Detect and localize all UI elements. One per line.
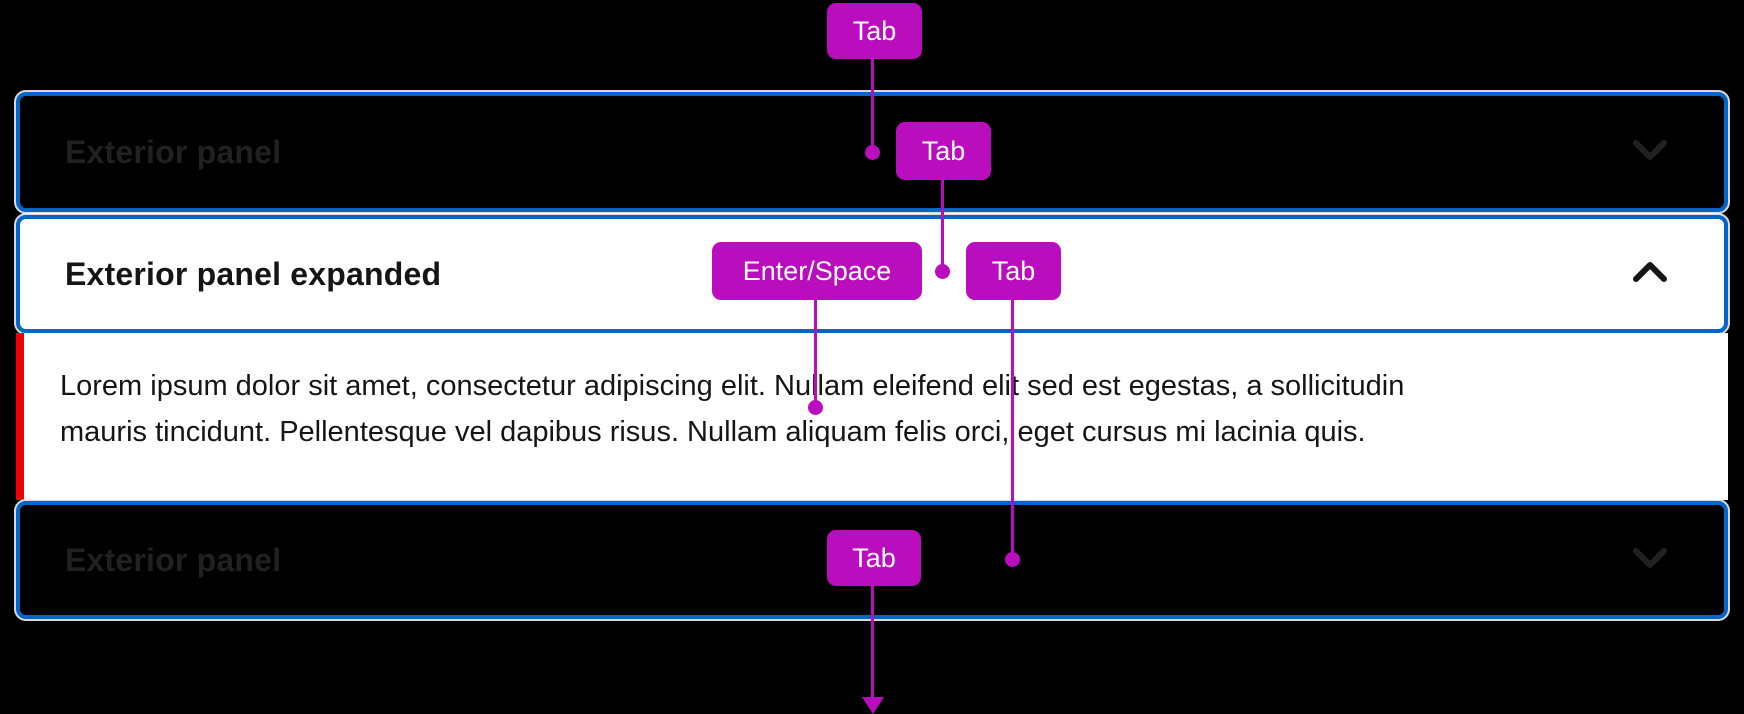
content-text-line: Lorem ipsum dolor sit amet, consectetur … [60,370,1405,402]
accordion-panel-expanded-content: Lorem ipsum dolor sit amet, consectetur … [16,333,1728,500]
key-badge-label: Enter/Space [742,255,892,286]
key-badge-tab-2: Tab [896,122,991,180]
focus-dot-panel-2-content [808,400,823,415]
key-badge-label: Tab [852,542,896,573]
key-badge-tab-3: Tab [966,242,1061,300]
connector-line-enter-space [814,299,817,407]
key-badge-label: Tab [991,255,1036,286]
connector-line-tab3 [1011,299,1014,560]
connector-line-tab4-exit [871,585,874,698]
chevron-down-icon [1632,138,1668,167]
key-badge-tab-1: Tab [827,3,922,59]
chevron-down-icon [1632,546,1668,575]
panel-label: Exterior panel expanded [65,255,442,292]
focus-dot-panel-3 [1005,552,1020,567]
key-badge-tab-4: Tab [827,530,921,586]
connector-line-tab1 [871,58,874,152]
content-text-line: mauris tincidunt. Pellentesque vel dapib… [60,416,1366,448]
key-badge-label: Tab [852,15,897,46]
chevron-up-icon [1632,260,1668,289]
arrow-down-icon [862,697,884,714]
panel-label: Exterior panel [65,133,282,170]
panel-label: Exterior panel [65,541,282,578]
focus-dot-panel-1 [865,145,880,160]
key-badge-enter-space: Enter/Space [712,242,922,300]
key-badge-label: Tab [921,135,966,166]
connector-line-tab2 [941,179,944,272]
focus-dot-panel-2-header [935,264,950,279]
